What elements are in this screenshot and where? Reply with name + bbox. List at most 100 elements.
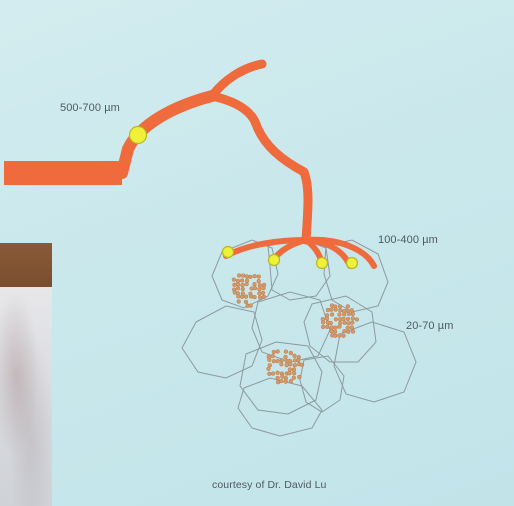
granule — [244, 281, 249, 287]
granule — [288, 350, 293, 356]
granule — [333, 317, 339, 322]
artery-fork-lower — [207, 91, 261, 129]
vessel-tree — [4, 59, 377, 269]
granule — [275, 349, 280, 354]
artery-descending-branch — [251, 119, 313, 245]
granule — [338, 308, 343, 313]
granule — [270, 353, 275, 359]
granule — [257, 287, 262, 292]
granule — [329, 329, 334, 334]
granule — [341, 333, 346, 338]
granule — [279, 362, 284, 367]
granule — [240, 286, 245, 292]
granule — [248, 274, 253, 280]
side-photo-panel — [0, 243, 52, 506]
granule — [297, 374, 302, 380]
granule — [252, 285, 258, 291]
granule — [267, 371, 272, 376]
granule — [240, 282, 245, 288]
granule — [333, 325, 338, 330]
granule — [279, 378, 284, 384]
islet-cluster-right — [320, 303, 360, 338]
granule — [333, 333, 338, 338]
islet-cluster-top-left — [231, 273, 267, 308]
granule — [267, 357, 272, 362]
lobule-outline — [251, 291, 331, 363]
granule — [325, 324, 330, 330]
granule — [270, 371, 276, 376]
arteriole-size-label: 100-400 µm — [378, 234, 438, 246]
granule — [257, 295, 263, 300]
granule — [261, 285, 266, 291]
image-credit: courtesy of Dr. David Lu — [212, 479, 327, 491]
granule — [321, 320, 326, 325]
granule — [354, 317, 360, 322]
photo-header-band — [0, 243, 52, 287]
granule — [350, 316, 355, 321]
granule — [332, 329, 338, 334]
granule — [291, 367, 297, 372]
granule — [236, 299, 241, 304]
artery-fork-upper — [207, 59, 267, 101]
arteriole-marker — [221, 245, 235, 259]
granule — [244, 278, 250, 283]
granule — [329, 312, 335, 317]
granule — [275, 358, 280, 364]
granule — [337, 333, 342, 338]
granule — [239, 278, 245, 283]
granule — [342, 320, 347, 325]
granule — [328, 320, 333, 326]
islet-clusters — [231, 273, 360, 385]
granule — [248, 294, 254, 299]
granule — [252, 274, 257, 279]
granule — [275, 370, 280, 375]
lobule-outline — [323, 239, 389, 313]
lobule-outline — [299, 355, 345, 413]
granule — [266, 366, 271, 371]
granule — [342, 312, 347, 317]
granule — [345, 304, 351, 309]
granule — [257, 291, 262, 296]
lobule-outline — [303, 295, 377, 363]
granule — [288, 362, 293, 367]
granule — [342, 329, 347, 334]
tissue-photo — [0, 287, 52, 506]
lobule-outline — [239, 341, 323, 415]
arteriole-marker — [267, 253, 281, 267]
granule — [337, 324, 342, 329]
granule — [252, 282, 257, 287]
granule — [346, 321, 351, 326]
granule — [329, 325, 334, 330]
granule — [235, 286, 241, 291]
granule — [291, 371, 297, 376]
granule — [346, 329, 351, 334]
granule — [260, 290, 266, 296]
granule — [287, 367, 293, 372]
granule — [257, 283, 263, 288]
granule — [243, 294, 249, 299]
granule — [320, 324, 326, 330]
granule — [345, 325, 350, 331]
granule — [231, 277, 237, 282]
granule — [292, 353, 297, 358]
granule — [235, 278, 241, 284]
granule — [252, 294, 257, 300]
granule — [248, 303, 253, 308]
granule — [283, 349, 289, 354]
main-artery — [116, 90, 218, 179]
granule — [280, 374, 285, 379]
granule — [341, 316, 346, 322]
granule — [299, 362, 305, 367]
granule — [337, 312, 342, 317]
granule — [267, 363, 272, 368]
granule — [283, 379, 288, 384]
granule — [271, 359, 276, 364]
granule — [287, 358, 292, 364]
granule — [338, 321, 343, 326]
granule — [256, 279, 261, 284]
granule — [256, 274, 261, 279]
granule — [235, 282, 241, 287]
arteriole-marker — [315, 256, 329, 270]
granule — [333, 307, 338, 312]
